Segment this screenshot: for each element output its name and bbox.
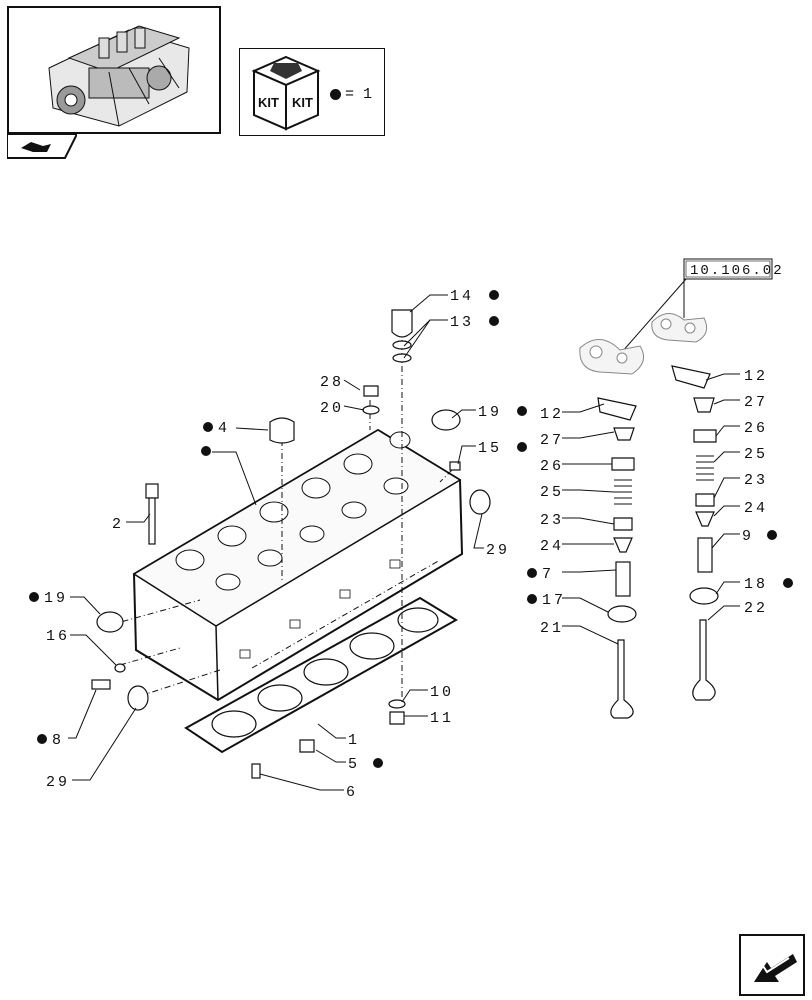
callout-c25a: 25 xyxy=(540,484,564,501)
callout-c7: 7 xyxy=(542,566,554,583)
kit-legend-box: KIT KIT = 1 xyxy=(239,48,385,136)
callout-c9: 9 xyxy=(742,528,754,545)
arrow-icon xyxy=(748,954,797,989)
part-11-plug[interactable] xyxy=(389,711,405,725)
callout-c12a: 12 xyxy=(540,406,564,423)
kit-marker-dot-c8 xyxy=(37,734,47,744)
callout-c20: 20 xyxy=(320,400,344,417)
kit-marker-dot-c4 xyxy=(203,422,213,432)
part-16-ring[interactable] xyxy=(114,663,126,673)
callout-c23a: 23 xyxy=(540,512,564,529)
part-29-cap-left[interactable] xyxy=(127,685,149,711)
callout-c5: 5 xyxy=(348,756,360,773)
cylinder-head[interactable] xyxy=(132,428,464,702)
next-page-button[interactable] xyxy=(739,934,805,996)
callout-c26b: 26 xyxy=(744,420,768,437)
callout-c29b: 29 xyxy=(46,774,70,791)
kit-marker-dot-c7 xyxy=(527,568,537,578)
part-14-injector-sleeve[interactable] xyxy=(391,309,413,338)
kit-marker-dot-c17 xyxy=(527,594,537,604)
part-15-pin[interactable] xyxy=(449,461,461,471)
part-19-cap-left[interactable] xyxy=(96,611,124,633)
kit-marker-dot-c14 xyxy=(489,290,499,300)
part-28-plug[interactable] xyxy=(363,385,379,397)
callout-c16: 16 xyxy=(46,628,70,645)
part-19-cap-top[interactable] xyxy=(431,409,461,431)
kit-marker-dot-c5 xyxy=(373,758,383,768)
callout-c29a: 29 xyxy=(486,542,510,559)
reference-box[interactable] xyxy=(683,258,773,280)
callout-c18: 18 xyxy=(744,576,768,593)
callout-c27a: 27 xyxy=(540,432,564,449)
part-4-plug[interactable] xyxy=(269,417,295,444)
callout-c22: 22 xyxy=(744,600,768,617)
part-5-bushing[interactable] xyxy=(299,739,315,753)
kit-marker-dot-c15 xyxy=(517,442,527,452)
callout-c1: 1 xyxy=(348,732,360,749)
callout-c25b: 25 xyxy=(744,446,768,463)
callout-c19a: 19 xyxy=(478,404,502,421)
kit-label-left: KIT xyxy=(258,95,279,110)
rocker-arm-ghost-right xyxy=(651,313,708,343)
kit-marker-dot-c3 xyxy=(201,446,211,456)
callout-c24b: 24 xyxy=(744,500,768,517)
callout-c21: 21 xyxy=(540,620,564,637)
kit-marker-dot-c19b xyxy=(29,592,39,602)
part-8-screw[interactable] xyxy=(91,679,111,690)
section-tab-icon xyxy=(6,133,79,159)
head-gasket[interactable] xyxy=(184,596,458,754)
engine-illustration xyxy=(48,25,190,127)
callout-c6: 6 xyxy=(346,784,358,801)
valve-stack-right[interactable] xyxy=(671,365,719,701)
valve-stack-left[interactable] xyxy=(597,397,637,719)
assembly-lines xyxy=(109,340,453,700)
kit-marker-dot-c19a xyxy=(517,406,527,416)
kit-dot-icon xyxy=(330,89,341,100)
callout-c11: 11 xyxy=(430,710,454,727)
callout-c13: 13 xyxy=(450,314,474,331)
engine-thumbnail xyxy=(7,6,221,134)
callout-c14: 14 xyxy=(450,288,474,305)
kit-label-right: KIT xyxy=(292,95,313,110)
part-10-washer[interactable] xyxy=(388,699,406,709)
callout-c19b: 19 xyxy=(44,590,68,607)
part-29-cap-right[interactable] xyxy=(469,489,491,515)
callout-c17: 17 xyxy=(542,592,566,609)
callout-c28: 28 xyxy=(320,374,344,391)
callout-c26a: 26 xyxy=(540,458,564,475)
part-20-washer[interactable] xyxy=(362,405,380,415)
callout-c4: 4 xyxy=(218,420,230,437)
rocker-arm-ghost-left xyxy=(579,339,645,375)
part-6-dowel[interactable] xyxy=(251,763,261,779)
callout-c27b: 27 xyxy=(744,394,768,411)
part-2-bolt[interactable] xyxy=(145,483,159,545)
kit-marker-dot-c18 xyxy=(783,578,793,588)
callout-c24a: 24 xyxy=(540,538,564,555)
callout-c23b: 23 xyxy=(744,472,768,489)
section-tab[interactable] xyxy=(6,133,79,160)
kit-legend-text: = 1 xyxy=(345,86,373,103)
callout-c2: 2 xyxy=(112,516,124,533)
kit-marker-dot-c13 xyxy=(489,316,499,326)
kit-legend: = 1 xyxy=(330,86,372,103)
callout-c10: 10 xyxy=(430,684,454,701)
callout-c12b: 12 xyxy=(744,368,768,385)
callout-c15: 15 xyxy=(478,440,502,457)
reference-label: 10.106.02 xyxy=(690,263,784,279)
leader-lines xyxy=(68,294,740,791)
callout-c8: 8 xyxy=(52,732,64,749)
kit-marker-dot-c9 xyxy=(767,530,777,540)
kit-box-icon: KIT KIT xyxy=(251,55,321,131)
